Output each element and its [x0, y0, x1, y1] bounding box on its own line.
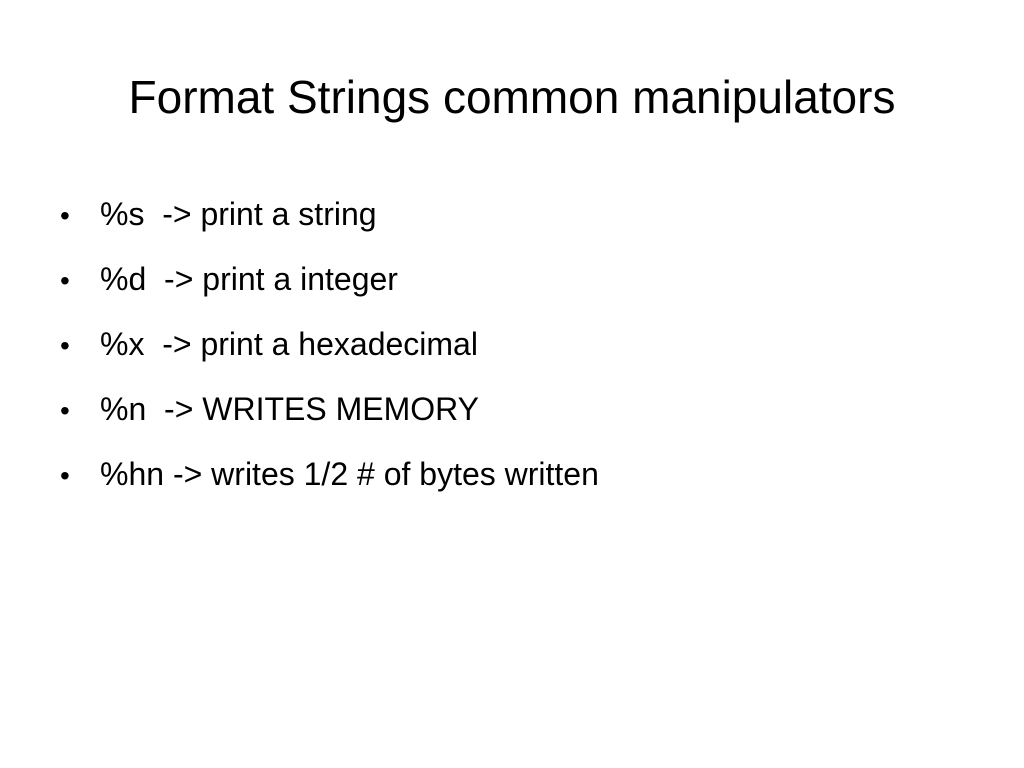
bullet-text: %hn -> writes 1/2 # of bytes written: [100, 456, 599, 492]
bullet-item: • %x -> print a hexadecimal: [60, 320, 599, 385]
bullet-icon: •: [60, 460, 70, 491]
bullet-text: %s -> print a string: [100, 196, 377, 232]
bullet-list: • %s -> print a string • %d -> print a i…: [60, 190, 599, 515]
bullet-item: • %s -> print a string: [60, 190, 599, 255]
bullet-item: • %hn -> writes 1/2 # of bytes written: [60, 450, 599, 515]
bullet-text: %d -> print a integer: [100, 261, 398, 297]
bullet-icon: •: [60, 265, 70, 296]
bullet-text: %n -> WRITES MEMORY: [100, 391, 480, 427]
slide-title: Format Strings common manipulators: [128, 71, 896, 123]
bullet-icon: •: [60, 200, 70, 231]
bullet-icon: •: [60, 395, 70, 426]
bullet-icon: •: [60, 330, 70, 361]
bullet-text: %x -> print a hexadecimal: [100, 326, 478, 362]
bullet-item: • %n -> WRITES MEMORY: [60, 385, 599, 450]
bullet-item: • %d -> print a integer: [60, 255, 599, 320]
